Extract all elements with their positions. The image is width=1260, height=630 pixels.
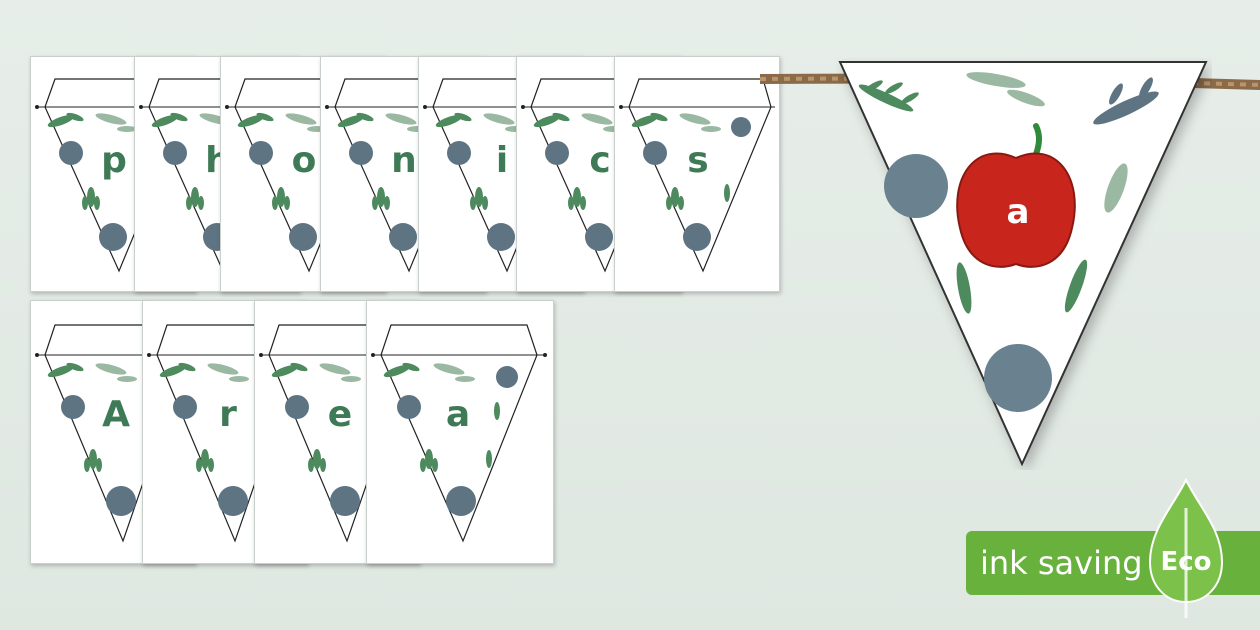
leaf-icon (47, 112, 84, 128)
monstera-leaf-icon (173, 395, 248, 516)
leaf-icon (47, 362, 84, 378)
leaf-icon (966, 72, 1045, 107)
monstera-leaf-icon (59, 141, 127, 251)
featured-pennant (838, 61, 1208, 467)
leaf-icon (383, 362, 420, 378)
leaf-icon (237, 112, 274, 128)
leaf-icon (159, 362, 196, 378)
pennant-letter: n (391, 140, 417, 181)
fern-icon (956, 259, 1088, 314)
fern-icon (420, 402, 500, 472)
monstera-leaf-icon (643, 117, 751, 251)
fern-icon (470, 187, 488, 210)
bunting-sheet-a: a (366, 300, 554, 564)
pennant-outline (619, 78, 775, 273)
pennant-letter: a (445, 394, 471, 435)
leaf-icon (1104, 163, 1128, 213)
leaf-icon (319, 363, 361, 382)
monstera-leaf-icon (397, 366, 518, 516)
monstera-leaf-icon (61, 395, 136, 516)
apple-icon (956, 123, 1076, 268)
leaf-icon (433, 363, 475, 382)
pennant-letter: c (589, 140, 611, 181)
pennant-letter: r (219, 394, 237, 435)
monstera-leaf-icon (349, 141, 417, 251)
monstera-leaf-icon (285, 395, 360, 516)
fern-icon (308, 449, 326, 472)
pennant-letter: A (102, 394, 130, 435)
pennant-letter: i (495, 140, 509, 181)
pennant-outline (371, 324, 547, 543)
fern-icon (568, 187, 586, 210)
leaf-icon (533, 112, 570, 128)
fern-icon (666, 184, 730, 210)
leaf-icon (151, 112, 188, 128)
eco-label: Eco (1160, 547, 1212, 577)
fern-icon (186, 187, 204, 210)
pennant-letter: e (327, 394, 353, 435)
fern-icon (196, 449, 214, 472)
leaf-icon (95, 363, 137, 382)
fern-icon (858, 80, 919, 112)
monstera-leaf-icon (884, 154, 1052, 412)
leaf-icon (631, 112, 668, 128)
leaf-icon (679, 113, 721, 132)
fern-icon (84, 449, 102, 472)
leaf-icon (1093, 77, 1159, 125)
leaf-icon (95, 113, 137, 132)
leaf-icon (207, 363, 249, 382)
leaf-icon (271, 362, 308, 378)
ink-saving-label: ink saving (980, 544, 1143, 582)
bunting-sheet-s: s (614, 56, 780, 292)
featured-pennant-letter: a (1006, 192, 1030, 232)
pennant-letter: o (291, 140, 317, 181)
eco-leaf-icon (1148, 478, 1224, 618)
pennant-letter: s (687, 140, 709, 181)
fern-icon (82, 187, 100, 210)
monstera-leaf-icon (447, 141, 515, 251)
monstera-leaf-icon (545, 141, 613, 251)
fern-icon (272, 187, 290, 210)
leaf-icon (435, 112, 472, 128)
leaf-icon (337, 112, 374, 128)
pennant-letter: p (101, 140, 127, 181)
monstera-leaf-icon (249, 141, 317, 251)
fern-icon (372, 187, 390, 210)
